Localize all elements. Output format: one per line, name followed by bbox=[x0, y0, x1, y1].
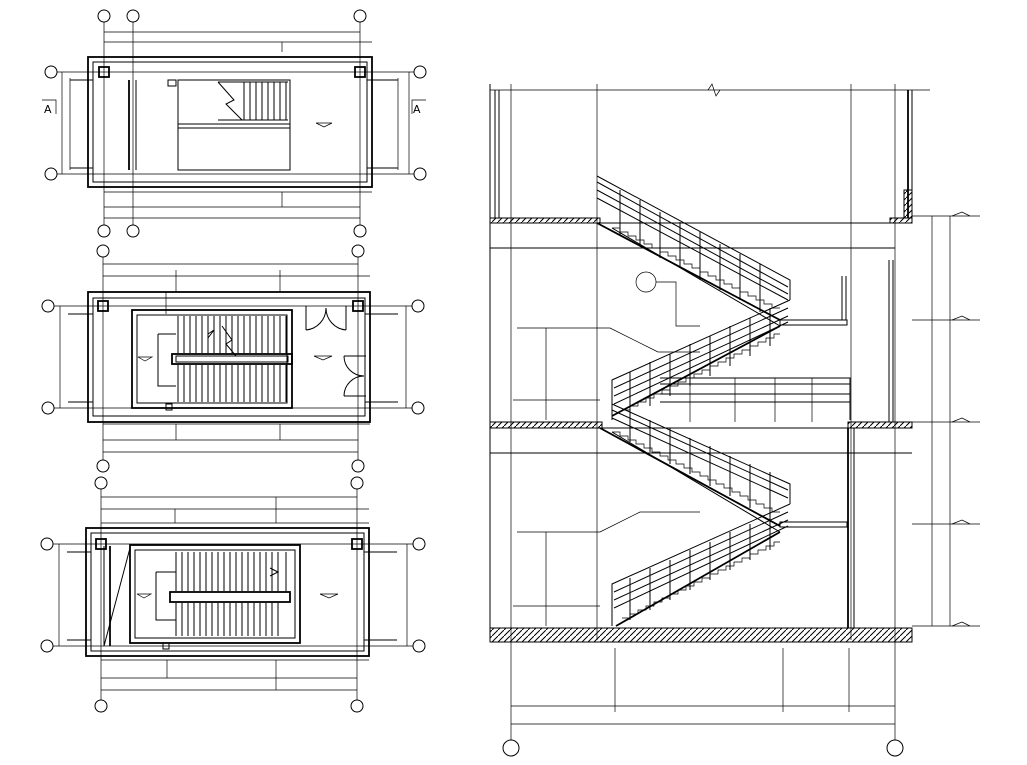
grid-bubble bbox=[44, 167, 58, 181]
stair-flight-upper-a bbox=[596, 175, 791, 327]
grid-bubble bbox=[413, 167, 427, 181]
grid-bubble bbox=[353, 9, 367, 23]
section-mark-right: A bbox=[413, 103, 421, 116]
section-mark-left: A bbox=[44, 103, 52, 116]
grid-bubble bbox=[413, 65, 427, 79]
stair-flight-lower-a bbox=[599, 403, 791, 533]
grid-bubble bbox=[126, 224, 140, 238]
grid-bubble bbox=[97, 9, 111, 23]
plan-top-floor bbox=[40, 476, 426, 713]
plan-ground-floor: A A bbox=[42, 9, 427, 238]
stair-flight-lower-b bbox=[611, 503, 791, 627]
grid-bubble bbox=[44, 65, 58, 79]
grid-bubble bbox=[97, 224, 111, 238]
plan-typical-floor bbox=[41, 244, 425, 473]
grid-bubble bbox=[126, 9, 140, 23]
section-a-a bbox=[489, 83, 980, 757]
stair-flight-upper-b bbox=[611, 299, 851, 422]
grid-bubble bbox=[353, 224, 367, 238]
